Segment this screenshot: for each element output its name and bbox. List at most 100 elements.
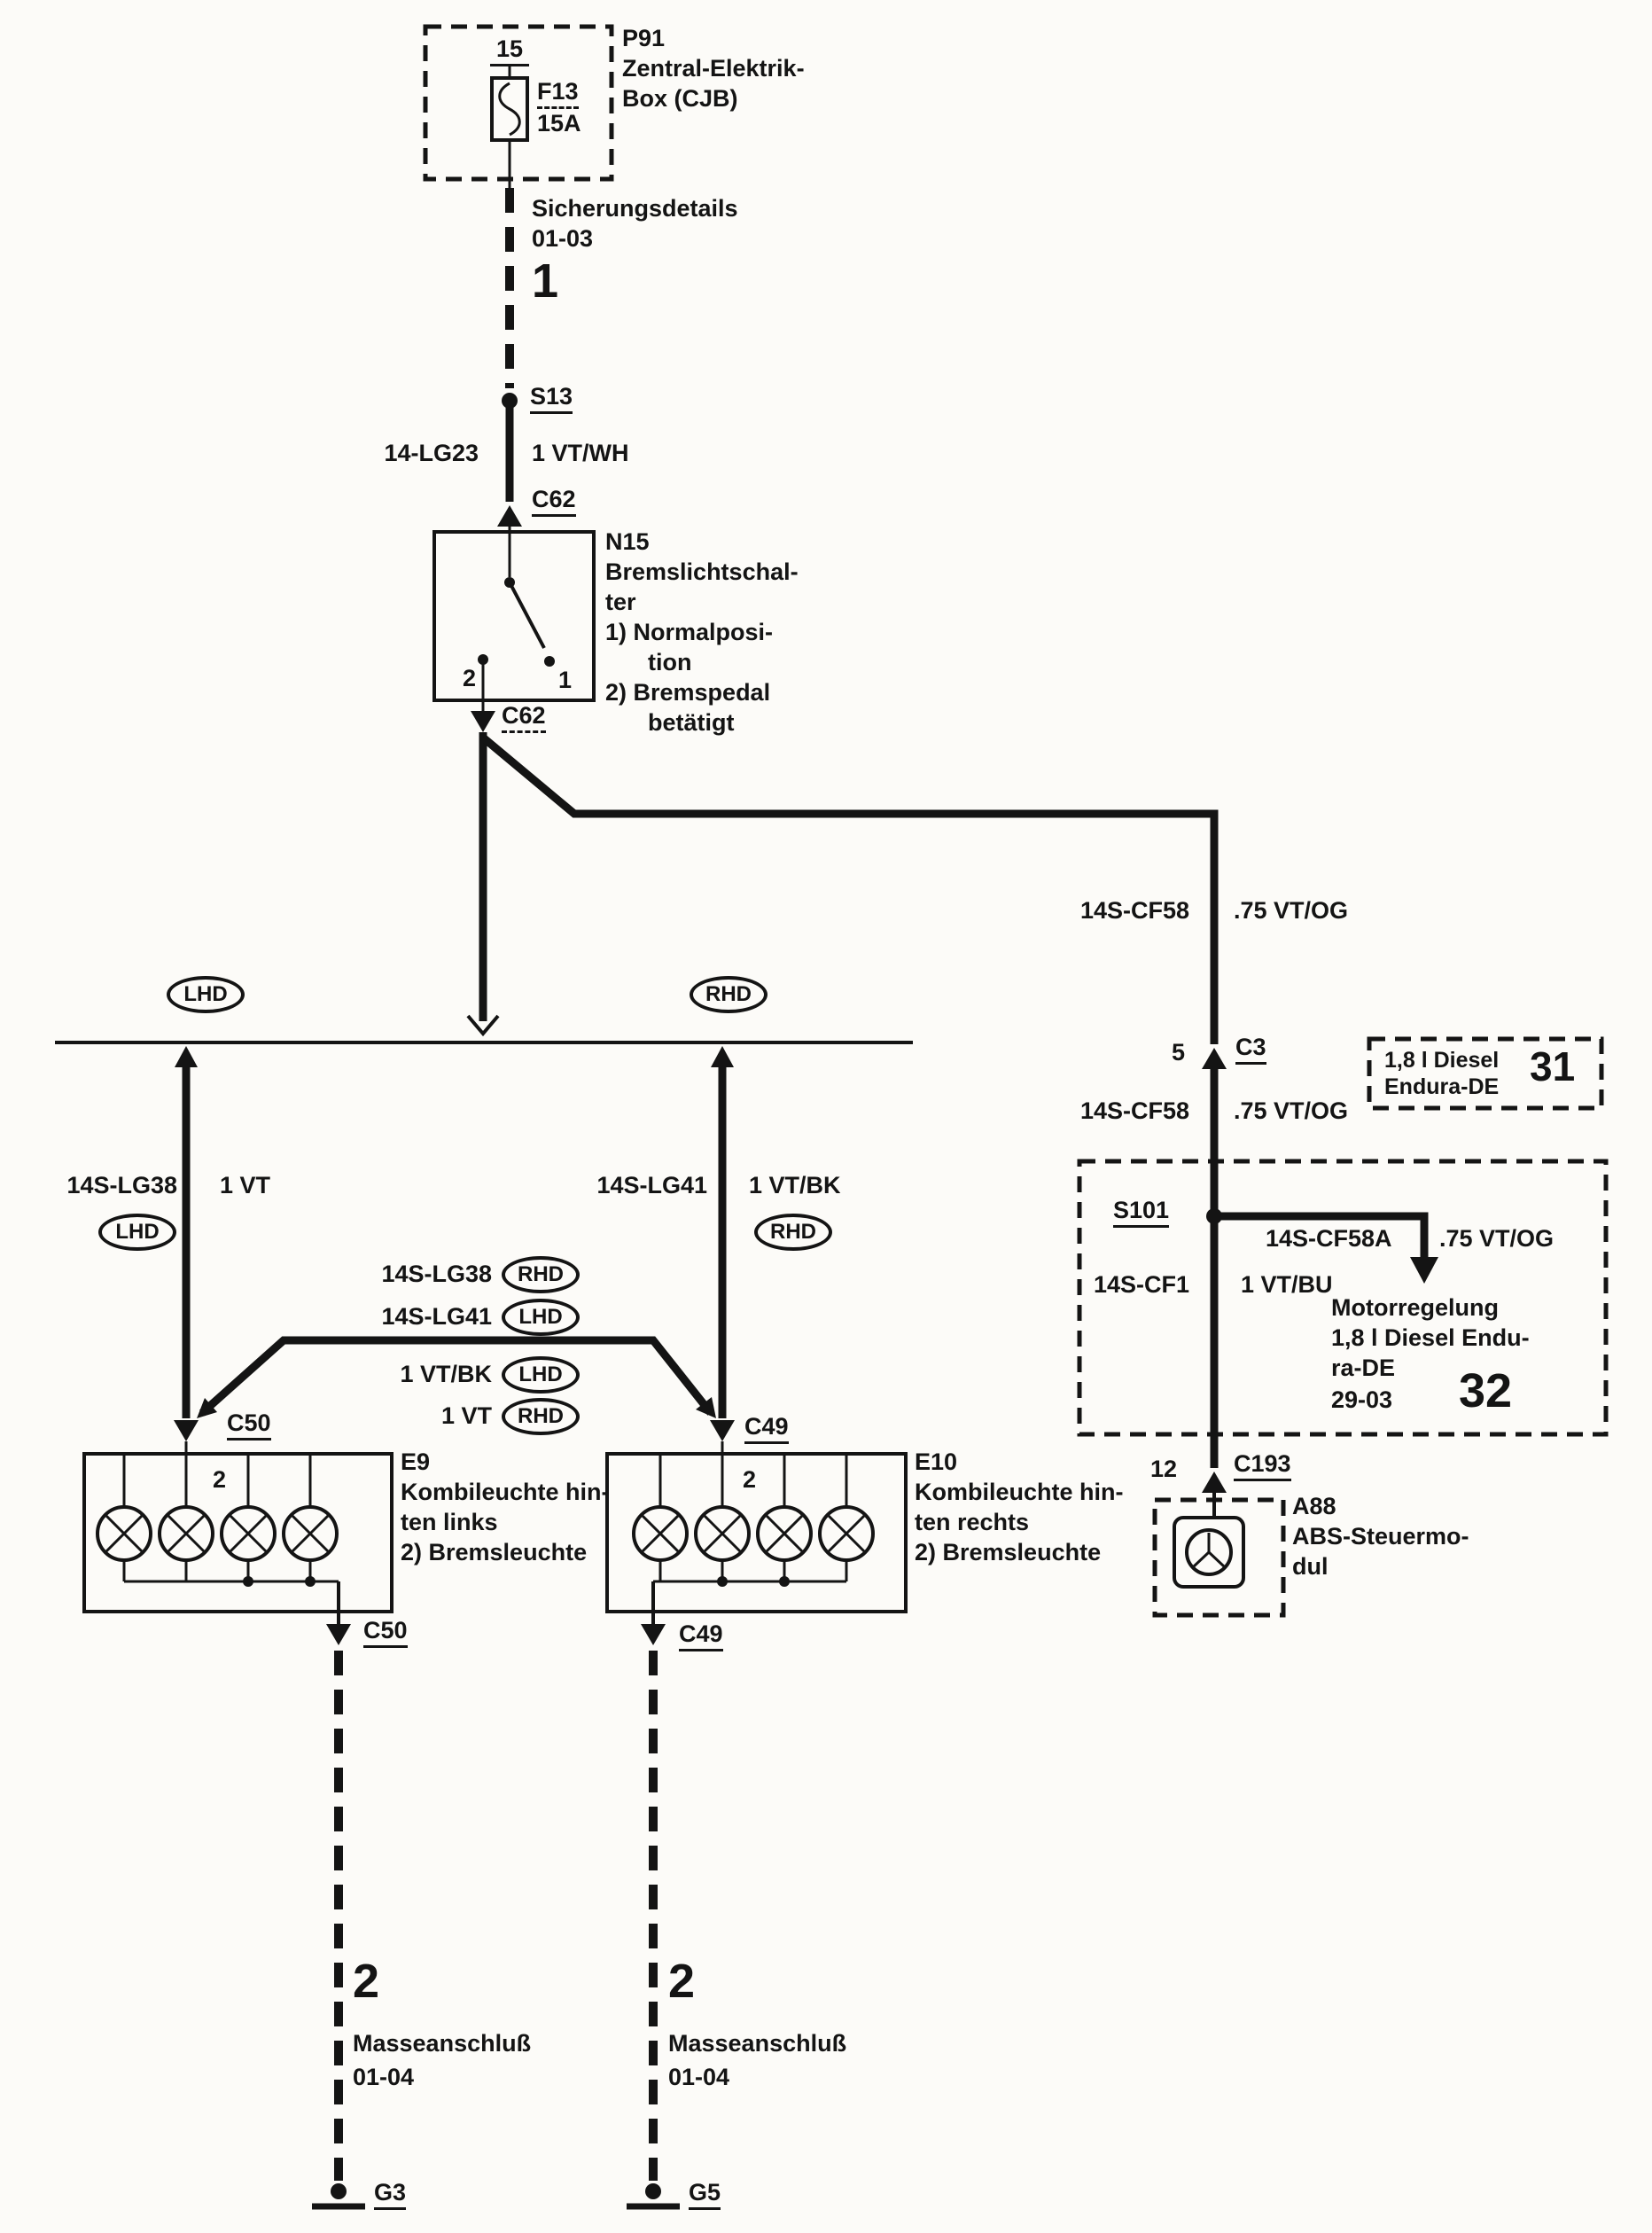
connector-c193-arrow	[1202, 1472, 1227, 1493]
bus-arrow-left	[175, 1046, 198, 1067]
engine-ref-box	[1077, 1159, 1609, 1437]
abs-name-line1: ABS-Steuermo-	[1292, 1523, 1469, 1550]
branch-arrowhead	[1410, 1257, 1438, 1284]
engine-ref-line2: 1,8 l Diesel Endu-	[1331, 1324, 1530, 1351]
lamp-e9-id-label: E9	[401, 1448, 431, 1475]
wire-circuit-label: 14S-LG41	[381, 1303, 492, 1330]
ground-ref-name-left: Masseanschluß	[353, 2030, 532, 2057]
connector-c49-bottom-label: C49	[679, 1620, 723, 1652]
wire-spec-label: .75 VT/OG	[1439, 1225, 1555, 1252]
wire-spec-label: 1 VT/BU	[1241, 1271, 1333, 1298]
lamp-e9-symbol	[82, 1452, 394, 1624]
ground-g3-label: G3	[374, 2179, 407, 2211]
ground-ref-pages-right: 01-04	[668, 2064, 730, 2090]
bus-arrow-right	[711, 1046, 734, 1067]
wire-spec-label: 1 VT/BK	[400, 1361, 492, 1387]
abs-name-line2: dul	[1292, 1553, 1329, 1580]
lamp-e9-name-line2: ten links	[401, 1509, 498, 1535]
switch-note1-line1: 1) Normalposi-	[605, 619, 774, 645]
switch-note1-line2: tion	[648, 649, 692, 675]
crossover-wire	[199, 1336, 714, 1417]
rhd-tag: RHD	[502, 1398, 580, 1435]
connector-c50-bottom-label: C50	[363, 1617, 408, 1649]
fuse-ref-line2: 01-03	[532, 225, 594, 252]
lamp-e10-pin-label: 2	[743, 1466, 757, 1493]
engine-ref-line4: 29-03	[1331, 1386, 1393, 1413]
fuse-rating-label: 15A	[537, 110, 581, 137]
ground-ref-page-right: 2	[668, 1955, 696, 2008]
lhd-tag: LHD	[502, 1299, 580, 1336]
switch-pin-2-label: 2	[463, 665, 477, 691]
connector-c62-top-label: C62	[532, 486, 576, 518]
wire-circuit-label: 14-LG23	[384, 440, 479, 466]
switch-pin-1-label: 1	[558, 667, 573, 693]
diesel-ref-box	[1367, 1036, 1604, 1111]
rhd-tag: RHD	[690, 976, 768, 1013]
wire-break-chevron	[466, 1014, 500, 1037]
fuse-ref-page-number: 1	[532, 254, 559, 308]
switch-note2-line1: 2) Bremspedal	[605, 679, 771, 706]
connector-c3-arrow	[1202, 1048, 1227, 1069]
cjb-pin-label: 15	[490, 35, 529, 67]
n15-switch-symbol	[432, 530, 596, 702]
splice-s13-label: S13	[530, 383, 573, 415]
cjb-name-line2: Box (CJB)	[622, 85, 738, 112]
engine-ref-page-number: 32	[1459, 1364, 1513, 1417]
ground-ref-page-left: 2	[353, 1955, 380, 2008]
lamp-e10-id-label: E10	[915, 1448, 958, 1475]
lamp-e9-name-line3: 2) Bremsleuchte	[401, 1539, 588, 1565]
crossover-arrow-left	[197, 1398, 217, 1418]
abs-module-symbol	[1152, 1497, 1286, 1618]
lamp-e10-symbol	[605, 1452, 908, 1624]
diesel-ref-page-number: 31	[1530, 1043, 1576, 1089]
lhd-tag: LHD	[167, 976, 245, 1013]
connector-c49-top-arrow	[710, 1420, 735, 1441]
wire-circuit-label: 14S-CF58	[1079, 897, 1189, 924]
diesel-ref-line2: Endura-DE	[1384, 1074, 1500, 1099]
fuse-id-label: F13	[537, 78, 579, 110]
rhd-tag: RHD	[502, 1256, 580, 1293]
wire-circuit-label: 14S-LG38	[381, 1261, 492, 1287]
brake-feed-right-wire	[480, 734, 1219, 1044]
connector-c3-label: C3	[1235, 1034, 1266, 1066]
connector-c49-bottom-arrow	[641, 1624, 666, 1645]
diesel-ref-line1: 1,8 l Diesel	[1384, 1048, 1500, 1073]
switch-id-label: N15	[605, 528, 650, 555]
wire-spec-label: .75 VT/OG	[1234, 897, 1349, 924]
connector-c62-bottom-arrow	[471, 711, 495, 732]
connector-c193-pin-label: 12	[1150, 1456, 1178, 1482]
wire-spec-label: 1 VT	[220, 1172, 271, 1198]
wire-spec-label: 1 VT/WH	[532, 440, 629, 466]
connector-c62-top-arrow	[497, 505, 522, 527]
cjb-name-line1: Zentral-Elektrik-	[622, 55, 805, 82]
lhd-tag: LHD	[502, 1356, 580, 1394]
cjb-box-p91	[423, 24, 614, 188]
ground-symbol-g5	[627, 2183, 680, 2210]
ground-ref-name-right: Masseanschluß	[668, 2030, 847, 2057]
wire-circuit-label: 14S-LG38	[66, 1172, 177, 1198]
switch-name-line2: ter	[605, 589, 636, 615]
fuse-ref-line1: Sicherungsdetails	[532, 195, 738, 222]
wire-spec-label: 1 VT/BK	[749, 1172, 841, 1198]
lamp-e9-pin-label: 2	[213, 1466, 227, 1493]
rhd-tag: RHD	[754, 1214, 832, 1251]
connector-c62-bottom-label: C62	[502, 702, 546, 734]
wire-circuit-label: 14S-CF1	[1094, 1271, 1190, 1298]
engine-ref-line3: ra-DE	[1331, 1355, 1396, 1381]
abs-id-label: A88	[1292, 1493, 1336, 1519]
wire-spec-label: 1 VT	[440, 1402, 492, 1429]
lhd-tag: LHD	[98, 1214, 176, 1251]
ground-g5-label: G5	[689, 2179, 721, 2211]
switch-note2-line2: betätigt	[648, 709, 735, 736]
lamp-e10-name-line2: ten rechts	[915, 1509, 1030, 1535]
wire-circuit-label: 14S-CF58A	[1266, 1225, 1392, 1252]
connector-c50-top-arrow	[174, 1420, 199, 1441]
switch-name-line1: Bremslichtschal-	[605, 558, 799, 585]
lamp-e9-name-line1: Kombileuchte hin-	[401, 1479, 610, 1505]
connector-c3-pin-label: 5	[1172, 1039, 1186, 1066]
ground-symbol-g3	[312, 2183, 365, 2210]
s101-branch-wire	[1214, 1212, 1429, 1259]
ground-ref-pages-left: 01-04	[353, 2064, 415, 2090]
